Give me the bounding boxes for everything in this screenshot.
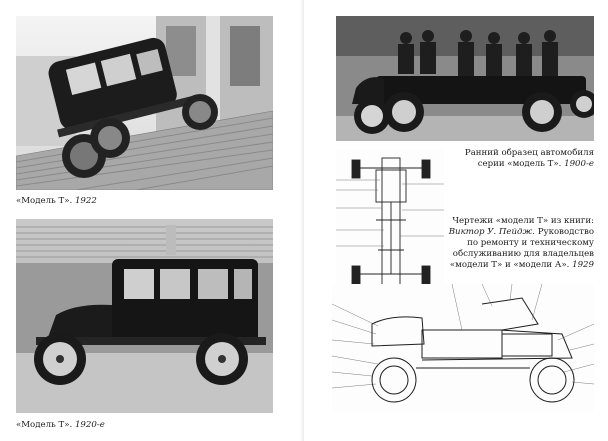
right-page: Ранний образец автомобиля серии «модель … bbox=[304, 0, 608, 441]
caption-1-year: 1922 bbox=[74, 196, 97, 206]
caption-photo-1: «Модель Т». 1922 bbox=[16, 196, 97, 207]
caption-4-line-1: Чертежи «модели Т» из книги: bbox=[452, 216, 594, 226]
caption-drawings: Чертежи «модели Т» из книги: Виктор У. П… bbox=[424, 216, 594, 271]
car-photo-icon bbox=[16, 219, 273, 413]
drawing-chassis-plan bbox=[336, 150, 444, 296]
caption-1-text: «Модель Т». bbox=[16, 196, 75, 206]
caption-4-author: Виктор У. Пейдж. bbox=[448, 227, 535, 237]
drawing-car-cutaway bbox=[332, 284, 594, 412]
car-cutaway-drawing-icon bbox=[332, 284, 594, 403]
caption-4-line-3: по ремонту и техническому bbox=[467, 238, 594, 248]
caption-4-year: 1929 bbox=[572, 260, 594, 270]
photo-touring-car bbox=[336, 16, 594, 141]
caption-3-line-2: серии «модель Т». bbox=[477, 159, 565, 169]
caption-4-line-4: обслуживанию для владельцев bbox=[452, 249, 594, 259]
caption-4-line-5: «модели Т» и «модели А». bbox=[449, 260, 573, 270]
caption-3-line-1: Ранний образец автомобиля bbox=[464, 148, 594, 158]
photo-sedan bbox=[16, 219, 273, 413]
caption-2-text: «Модель Т». bbox=[16, 420, 75, 430]
car-photo-icon bbox=[16, 16, 273, 190]
caption-4-line-2: Руководство bbox=[535, 227, 594, 237]
photo-car-on-stairs bbox=[16, 16, 273, 190]
left-page: «Модель Т». 1922 bbox=[16, 16, 273, 431]
caption-photo-2: «Модель Т». 1920-е bbox=[16, 420, 105, 431]
caption-2-year: 1920-е bbox=[74, 420, 105, 430]
car-photo-icon bbox=[336, 16, 594, 141]
caption-photo-3: Ранний образец автомобиля серии «модель … bbox=[394, 148, 594, 170]
caption-3-year: 1900-е bbox=[564, 159, 594, 169]
